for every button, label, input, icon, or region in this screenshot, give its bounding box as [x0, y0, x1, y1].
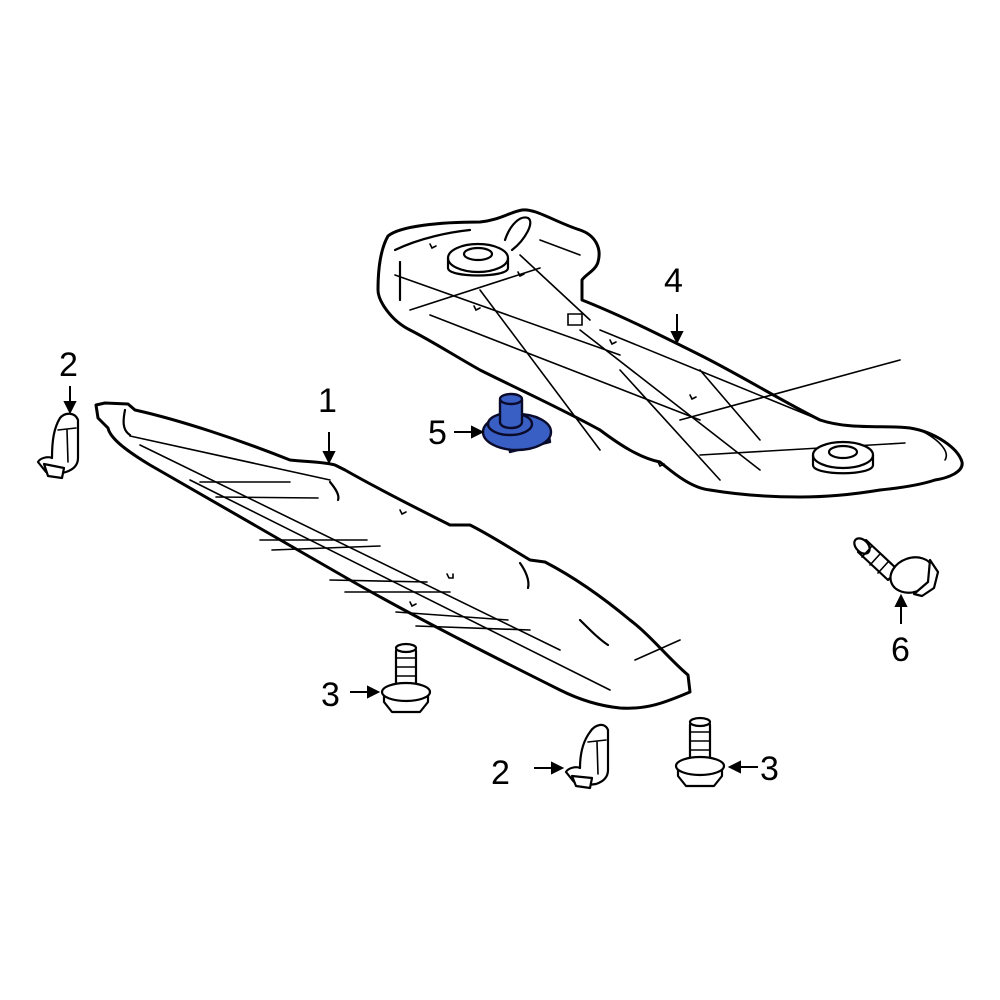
part-3-bolt-right[interactable] — [674, 716, 726, 788]
callout-label-1: 1 — [318, 382, 337, 420]
callout-label-2-bottom: 2 — [491, 754, 510, 792]
callout-label-3-left: 3 — [321, 676, 340, 714]
callout-label-5: 5 — [428, 414, 447, 452]
part-2-retainer-clip-left[interactable] — [36, 412, 80, 480]
part-6-bolt[interactable] — [851, 535, 940, 598]
part-3-bolt-left[interactable] — [380, 642, 432, 714]
callout-label-4: 4 — [664, 262, 683, 300]
part-2-retainer-clip-bottom[interactable] — [564, 723, 610, 790]
callout-arrows — [63, 314, 908, 775]
callout-label-3-right: 3 — [760, 750, 779, 788]
part-1-front-splash-shield[interactable] — [94, 401, 692, 710]
callout-label-2-left: 2 — [59, 346, 78, 384]
callout-label-6: 6 — [891, 631, 910, 669]
part-5-grommet-highlighted[interactable] — [481, 392, 553, 454]
part-4-rear-splash-shield[interactable] — [376, 208, 964, 499]
